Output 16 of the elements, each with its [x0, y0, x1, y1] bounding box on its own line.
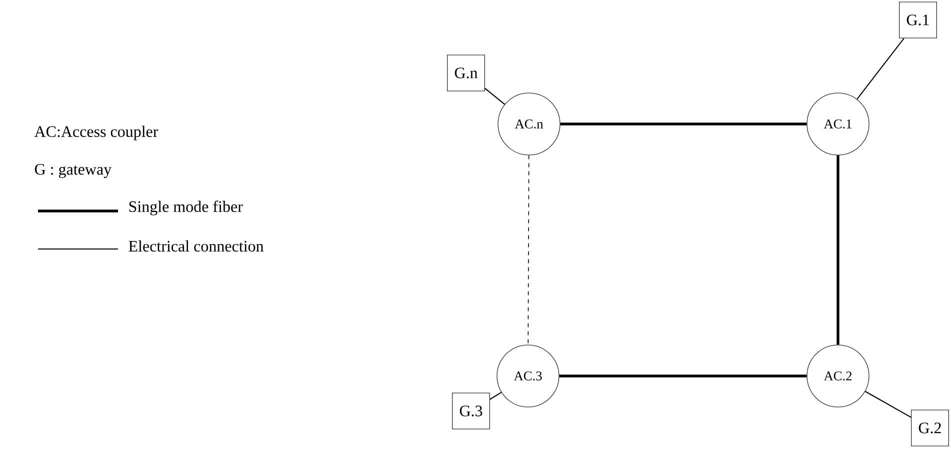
legend-note: G : gateway: [34, 164, 112, 178]
connector-line: [484, 88, 506, 105]
connector-line: [528, 154, 530, 346]
connector-line: [864, 390, 912, 418]
gateway-box: G.n: [447, 54, 485, 92]
legend-text: Single mode fiber: [129, 200, 243, 216]
connector-line: [560, 122, 807, 126]
legend-text: Electrical connection: [128, 240, 264, 252]
legend-note: AC:Access coupler: [34, 126, 158, 140]
connector-line: [836, 155, 840, 345]
connector-line: [490, 392, 502, 400]
gateway-box: G.2: [911, 410, 949, 446]
connector-line: [559, 374, 807, 378]
connector-line: [856, 38, 904, 100]
gateway-box: G.1: [899, 2, 937, 38]
gateway-box: G.3: [452, 392, 490, 430]
